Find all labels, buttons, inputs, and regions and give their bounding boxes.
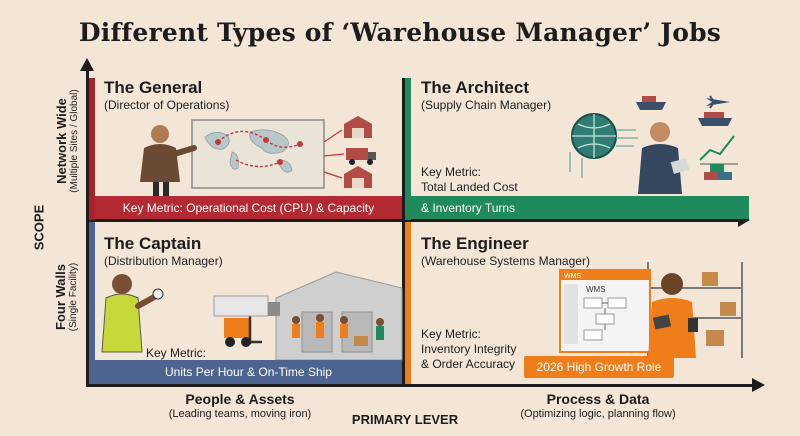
ship-icon: [636, 96, 666, 110]
containers-icon: [704, 164, 732, 180]
x-axis-label: PRIMARY LEVER: [351, 412, 459, 427]
connector-lines: [323, 129, 345, 179]
wms-tab: WMS: [564, 273, 581, 280]
architect-accent-bar: [405, 78, 411, 220]
x-axis-left-sub: (Leading teams, moving iron): [168, 408, 312, 420]
scanner-icon: [688, 318, 698, 332]
tablet-icon: [670, 158, 690, 174]
quadrant-divider-horizontal: [89, 219, 739, 222]
general-person-body: [140, 144, 180, 182]
warehouse-icon: [344, 116, 372, 138]
general-illustration: [140, 116, 376, 196]
y-axis-bottom-sub: (Single Facility): [68, 262, 79, 332]
captain-person-head: [112, 274, 132, 294]
engineer-metric-line2: Inventory Integrity: [421, 342, 517, 356]
engineer-person-body: [648, 298, 696, 358]
y-axis-top-main: Network Wide: [54, 98, 69, 184]
general-metric-band: Key Metric: Operational Cost (CPU) & Cap…: [95, 196, 402, 219]
high-growth-badge: 2026 High Growth Role: [524, 356, 674, 378]
general-subtitle: (Director of Operations): [104, 98, 230, 112]
architect-title: The Architect: [421, 78, 530, 97]
engineer-metric: Key Metric: Inventory Integrity & Order …: [421, 327, 516, 372]
general-person-head: [151, 125, 169, 143]
general-title: The General: [104, 78, 203, 97]
airplane-icon: [706, 95, 730, 109]
x-axis-right-sub: (Optimizing logic, planning flow): [520, 408, 676, 420]
quadrant-divider-vertical: [402, 78, 405, 384]
engineer-person-head: [661, 273, 683, 295]
stopwatch-icon: [152, 288, 164, 300]
captain-subtitle: (Distribution Manager): [104, 254, 223, 268]
y-axis-bottom-label: Four Walls (Single Facility): [53, 245, 79, 349]
engineer-accent-bar: [405, 222, 411, 384]
architect-metric: Key Metric: Total Landed Cost: [421, 165, 518, 195]
x-axis-line: [86, 384, 754, 387]
truck-icon: [346, 148, 376, 165]
warehouse-icon: [344, 166, 372, 188]
y-axis-label: SCOPE: [31, 204, 47, 251]
y-axis-bottom-main: Four Walls: [53, 264, 68, 330]
box-icon: [354, 336, 368, 346]
engineer-illustration: WMS WMS: [559, 262, 743, 358]
engineer-metric-label: Key Metric:: [421, 327, 482, 341]
architect-metric-value: Total Landed Cost: [421, 180, 518, 194]
y-axis-top-sub: (Multiple Sites / Global): [69, 89, 80, 193]
engineer-subtitle: (Warehouse Systems Manager): [421, 254, 590, 268]
architect-person-body: [638, 144, 682, 194]
captain-metric-label: Key Metric:: [146, 346, 207, 360]
architect-metric-label: Key Metric:: [421, 165, 482, 179]
tablet-icon: [652, 314, 672, 330]
x-axis-arrow: [752, 378, 765, 392]
general-accent-bar: [89, 78, 95, 220]
x-axis-left-main: People & Assets: [185, 391, 295, 407]
line-chart-icon: [699, 135, 738, 165]
truck-icon: [213, 295, 280, 317]
y-axis-arrow: [80, 58, 94, 71]
y-axis-line: [86, 68, 89, 386]
wms-header: WMS: [586, 285, 606, 294]
engineer-title: The Engineer: [421, 234, 529, 253]
architect-metric-band: & Inventory Turns: [411, 196, 749, 219]
engineer-metric-line3: & Order Accuracy: [421, 357, 516, 371]
architect-subtitle: (Supply Chain Manager): [421, 98, 552, 112]
page-title: Different Types of ‘Warehouse Manager’ J…: [78, 18, 722, 47]
world-map-continents: [204, 129, 293, 173]
captain-illustration: [101, 271, 403, 361]
cargo-ship-icon: [698, 112, 732, 126]
captain-title: The Captain: [104, 234, 202, 253]
captain-accent-bar: [89, 222, 95, 384]
warehouse-building: [275, 271, 403, 361]
y-axis-top-label: Network Wide (Multiple Sites / Global): [54, 82, 80, 200]
architect-illustration: [569, 95, 738, 194]
x-axis-right-main: Process & Data: [546, 391, 650, 407]
architect-person-head: [650, 122, 670, 142]
safety-vest: [101, 293, 143, 353]
captain-metric-band: Units Per Hour & On-Time Ship: [95, 360, 402, 384]
warehouse-workers: [292, 314, 384, 340]
network-routes: [217, 130, 301, 168]
